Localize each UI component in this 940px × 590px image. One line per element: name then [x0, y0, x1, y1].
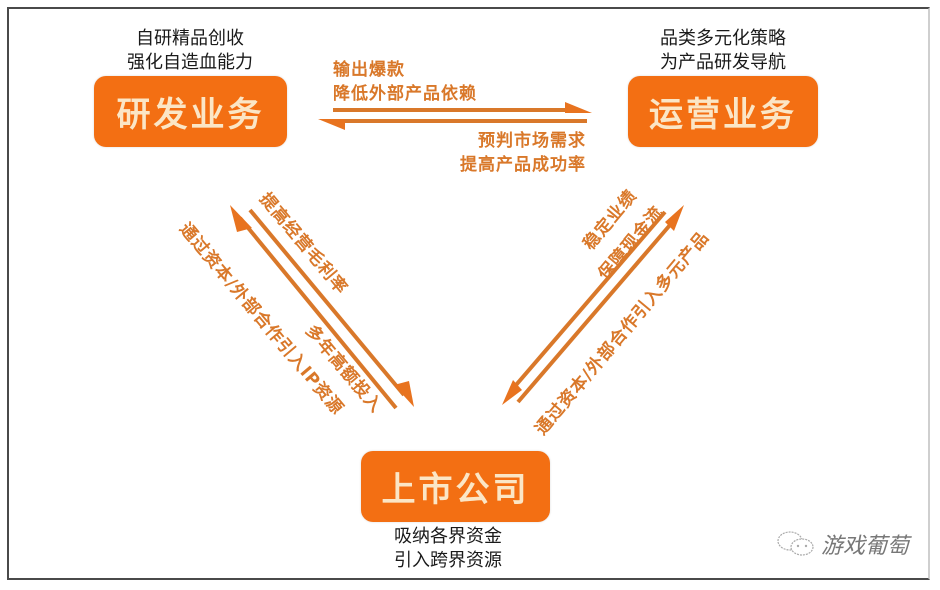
watermark-text: 游戏葡萄 — [821, 534, 910, 559]
listed-company-label: 上市公司 — [381, 470, 530, 510]
rd-business-label: 研发业务 — [116, 95, 265, 135]
listed-caption-line-1: 吸纳各界资金 — [394, 526, 502, 547]
arrow-rd-to-ops — [333, 102, 592, 113]
rd-caption: 自研精品创收 强化自造血能力 — [95, 27, 285, 75]
arrow-rd-to-listed — [248, 208, 414, 407]
arrow-listed-to-rd — [230, 205, 398, 410]
rd-to-ops-line-1: 输出爆款 — [333, 60, 405, 80]
arrow-listed-to-ops — [516, 205, 684, 404]
rd-to-ops-label: 输出爆款 降低外部产品依赖 — [333, 58, 477, 106]
arrow-ops-to-rd — [318, 119, 587, 130]
listed-caption-line-2: 引入跨界资源 — [394, 550, 502, 571]
listed-caption: 吸纳各界资金 引入跨界资源 — [378, 525, 518, 573]
listed-company-node: 上市公司 — [361, 451, 550, 522]
ops-to-rd-line-2: 提高产品成功率 — [460, 155, 586, 175]
ops-caption: 品类多元化策略 为产品研发导航 — [625, 27, 821, 75]
ops-caption-line-1: 品类多元化策略 — [660, 28, 786, 49]
wechat-icon — [777, 531, 814, 556]
arrow-ops-to-listed — [502, 210, 667, 405]
ops-to-rd-line-1: 预判市场需求 — [478, 131, 586, 151]
rd-caption-line-1: 自研精品创收 — [136, 28, 244, 49]
rd-business-node: 研发业务 — [94, 76, 287, 147]
rd-caption-line-2: 强化自造血能力 — [127, 52, 253, 73]
ops-business-label: 运营业务 — [649, 95, 797, 135]
ops-caption-line-2: 为产品研发导航 — [660, 52, 786, 73]
ops-to-rd-label: 预判市场需求 提高产品成功率 — [436, 129, 586, 177]
watermark: 游戏葡萄 — [775, 528, 909, 560]
ops-business-node: 运营业务 — [628, 76, 818, 147]
rd-to-ops-line-2: 降低外部产品依赖 — [333, 84, 477, 104]
